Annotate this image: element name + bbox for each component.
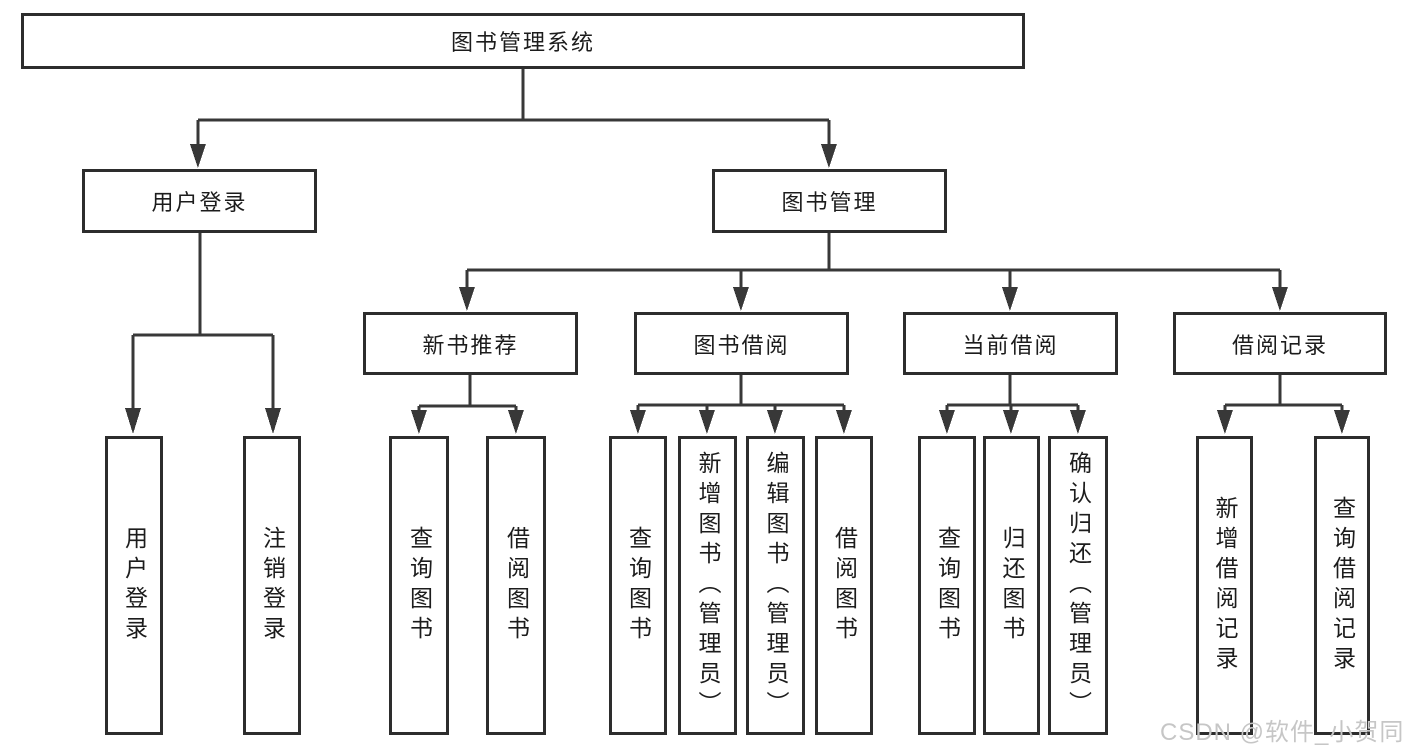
leaf-cb-return-books: 归还图书 [983, 436, 1040, 735]
leaf-label: 归还图书 [999, 525, 1025, 646]
leaf-bb-edit-books-admin: 编辑图书（管理员） [746, 436, 805, 735]
leaf-bb-query-books: 查询图书 [609, 436, 667, 735]
leaf-label: 借阅图书 [831, 525, 858, 646]
leaf-label: 注销登录 [259, 525, 286, 646]
csdn-watermark: CSDN @软件_小贺同学 [1160, 719, 1405, 746]
connector-root-to-level2 [190, 69, 837, 168]
connector-user-login-branch [125, 233, 281, 434]
leaf-label: 查询图书 [934, 525, 961, 646]
connector-new-book-recommend-leaves [411, 375, 524, 434]
node-book-borrow: 图书借阅 [634, 312, 849, 375]
leaf-user-login: 用户登录 [105, 436, 163, 735]
leaf-label: 编辑图书（管理员） [763, 450, 789, 721]
leaf-label: 借阅图书 [503, 525, 530, 646]
leaf-nb-borrow-books: 借阅图书 [486, 436, 546, 735]
node-current-borrow: 当前借阅 [903, 312, 1118, 375]
connector-current-borrow-leaves [939, 375, 1086, 434]
leaf-cb-query-books: 查询图书 [918, 436, 976, 735]
node-new-book-recommend: 新书推荐 [363, 312, 578, 375]
leaf-label: 用户登录 [121, 525, 148, 646]
leaf-br-add-record: 新增借阅记录 [1196, 436, 1253, 735]
leaf-cb-confirm-return-admin: 确认归还（管理员） [1048, 436, 1108, 735]
leaf-br-query-record: 查询借阅记录 [1314, 436, 1370, 735]
connector-book-management-to-level3 [459, 233, 1288, 311]
leaf-bb-add-books-admin: 新增图书（管理员） [678, 436, 737, 735]
node-library-system: 图书管理系统 [21, 13, 1025, 69]
node-borrow-records: 借阅记录 [1173, 312, 1387, 375]
leaf-label: 新增图书（管理员） [695, 450, 721, 721]
leaf-bb-borrow-books: 借阅图书 [815, 436, 873, 735]
connector-borrow-records-leaves [1217, 375, 1350, 434]
leaf-label: 新增借阅记录 [1212, 495, 1238, 676]
node-book-management: 图书管理 [712, 169, 947, 233]
connector-book-borrow-leaves [630, 375, 852, 434]
leaf-label: 查询图书 [406, 525, 433, 646]
leaf-nb-query-books: 查询图书 [389, 436, 449, 735]
leaf-label: 确认归还（管理员） [1065, 450, 1092, 721]
node-user-login: 用户登录 [82, 169, 317, 233]
leaf-label: 查询图书 [625, 525, 652, 646]
leaf-logout: 注销登录 [243, 436, 301, 735]
leaf-label: 查询借阅记录 [1329, 495, 1356, 676]
